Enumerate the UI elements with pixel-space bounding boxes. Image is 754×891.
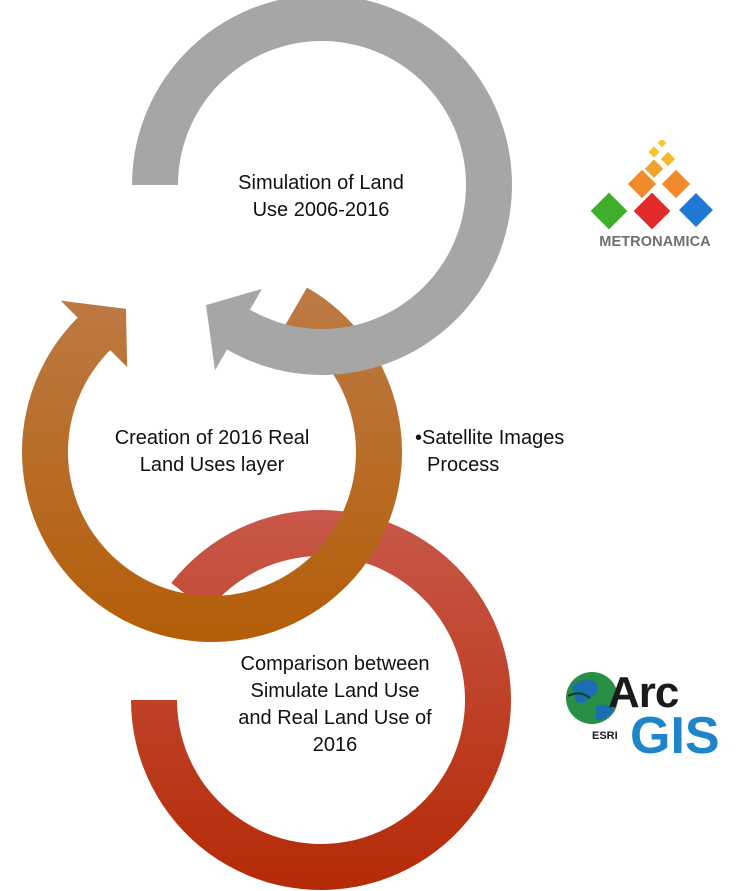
bullet: • — [415, 427, 423, 449]
metronamica-icon — [590, 138, 713, 230]
arcgis-gis-text: GIS — [630, 707, 720, 765]
metronamica-logo: METRONAMICA — [580, 138, 730, 260]
arcgis-esri-text: ESRI — [592, 730, 618, 742]
satellite-note-line1: Satellite Images — [422, 427, 565, 449]
step-2-label: Creation of 2016 Real Land Uses layer — [114, 427, 310, 476]
globe-icon — [566, 672, 618, 724]
metronamica-wordmark: METRONAMICA — [599, 234, 711, 250]
step-1-label: Simulation of Land Use 2006-2016 — [238, 172, 404, 221]
satellite-note: •Satellite Images Process — [415, 425, 564, 479]
arcgis-arc-text: Arc — [608, 668, 679, 717]
arcgis-logo: Arc ESRI GIS — [560, 660, 754, 770]
step-3-label: Comparison between Simulate Land Use and… — [238, 653, 432, 756]
satellite-note-line2: Process — [427, 454, 500, 476]
